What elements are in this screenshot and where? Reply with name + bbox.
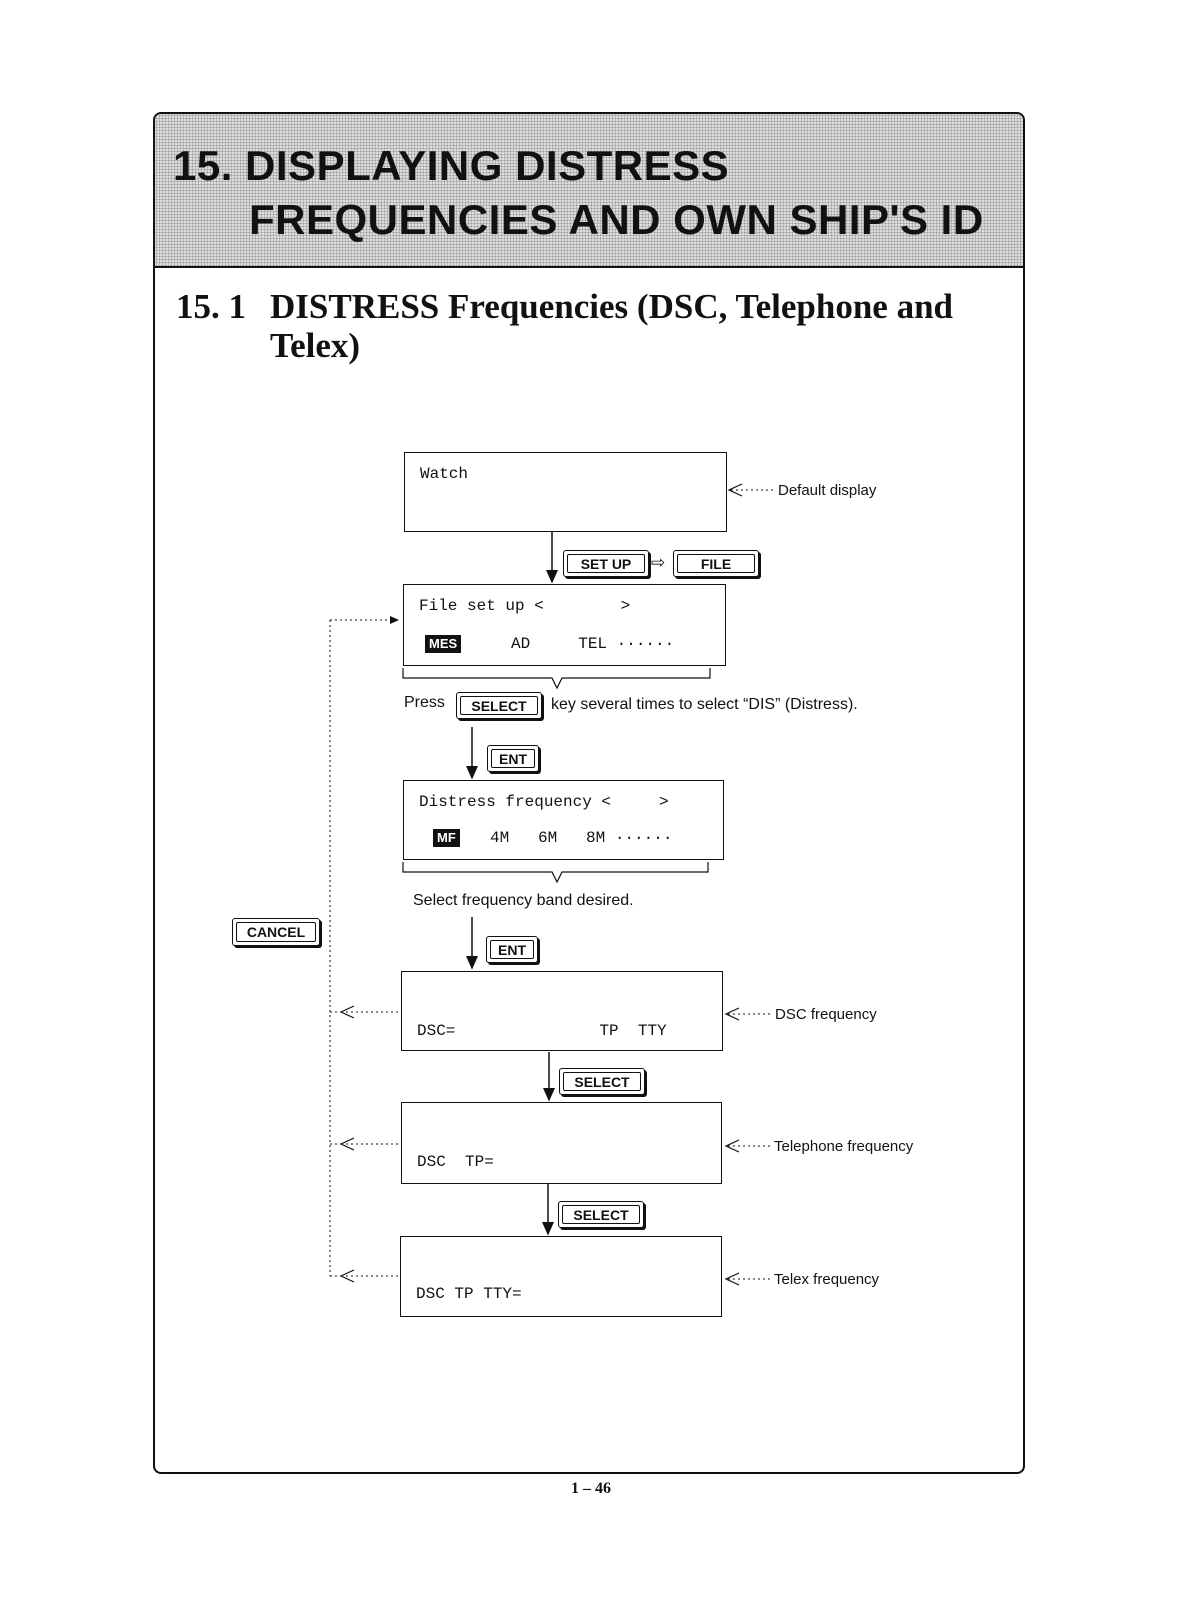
- ent-key-2-label: ENT: [490, 940, 534, 959]
- ent-key[interactable]: ENT: [487, 745, 539, 772]
- distress-band-items: 4M 6M 8M ······: [490, 829, 673, 847]
- telephone-frequency-text: DSC TP=: [417, 1153, 494, 1171]
- select-key-2-label: SELECT: [563, 1072, 641, 1091]
- default-display-label: Default display: [778, 482, 877, 499]
- file-key[interactable]: FILE: [673, 550, 759, 577]
- cancel-key[interactable]: CANCEL: [232, 918, 320, 946]
- ent-key-2[interactable]: ENT: [486, 936, 538, 963]
- chapter-banner: 15. DISPLAYING DISTRESS FREQUENCIES AND …: [155, 114, 1023, 268]
- file-setup-items: AD TEL ······: [511, 635, 675, 653]
- file-setup-screen: File set up < > MES AD TEL ······: [403, 584, 726, 666]
- dsc-frequency-label: DSC frequency: [775, 1006, 877, 1023]
- telephone-frequency-screen: DSC TP=: [401, 1102, 722, 1184]
- select-key-2[interactable]: SELECT: [559, 1068, 645, 1095]
- page-frame: 15. DISPLAYING DISTRESS FREQUENCIES AND …: [153, 112, 1025, 1474]
- section-title-line2: Telex): [270, 326, 361, 365]
- file-setup-title: File set up < >: [419, 597, 631, 615]
- select-key[interactable]: SELECT: [456, 692, 542, 719]
- select-key-3[interactable]: SELECT: [558, 1201, 644, 1228]
- distress-band-selected: MF: [433, 829, 460, 847]
- ent-key-label: ENT: [491, 749, 535, 768]
- file-setup-selected: MES: [425, 635, 462, 653]
- setup-key[interactable]: SET UP: [563, 550, 649, 577]
- watch-text: Watch: [420, 465, 469, 483]
- then-arrow: ⇨: [651, 553, 666, 572]
- telex-frequency-text: DSC TP TTY=: [416, 1285, 522, 1303]
- press-instruction: key several times to select “DIS” (Distr…: [551, 696, 858, 713]
- distress-frequency-screen: Distress frequency < > MF 4M 6M 8M ·····…: [403, 780, 724, 860]
- select-key-3-label: SELECT: [562, 1205, 640, 1224]
- select-key-label: SELECT: [460, 696, 538, 715]
- file-key-label: FILE: [677, 554, 755, 573]
- distress-frequency-title: Distress frequency < >: [419, 793, 669, 811]
- telex-frequency-screen: DSC TP TTY=: [400, 1236, 722, 1317]
- telephone-frequency-label: Telephone frequency: [774, 1138, 914, 1155]
- chapter-title-line1: 15. DISPLAYING DISTRESS: [173, 142, 730, 189]
- section-title-line1: DISTRESS Frequencies (DSC, Telephone and: [270, 287, 953, 326]
- band-instruction: Select frequency band desired.: [413, 892, 634, 909]
- watch-screen: Watch: [404, 452, 727, 532]
- telex-frequency-label: Telex frequency: [774, 1271, 880, 1288]
- press-label: Press: [404, 694, 445, 711]
- chapter-title-line2: FREQUENCIES AND OWN SHIP'S ID: [249, 196, 984, 243]
- page-number: 1 – 46: [571, 1480, 611, 1497]
- cancel-key-label: CANCEL: [236, 922, 316, 942]
- section-number: 15. 1: [176, 287, 246, 326]
- setup-key-label: SET UP: [567, 554, 645, 573]
- dsc-frequency-screen: DSC= TP TTY: [401, 971, 723, 1051]
- dsc-frequency-text: DSC= TP TTY: [417, 1022, 667, 1040]
